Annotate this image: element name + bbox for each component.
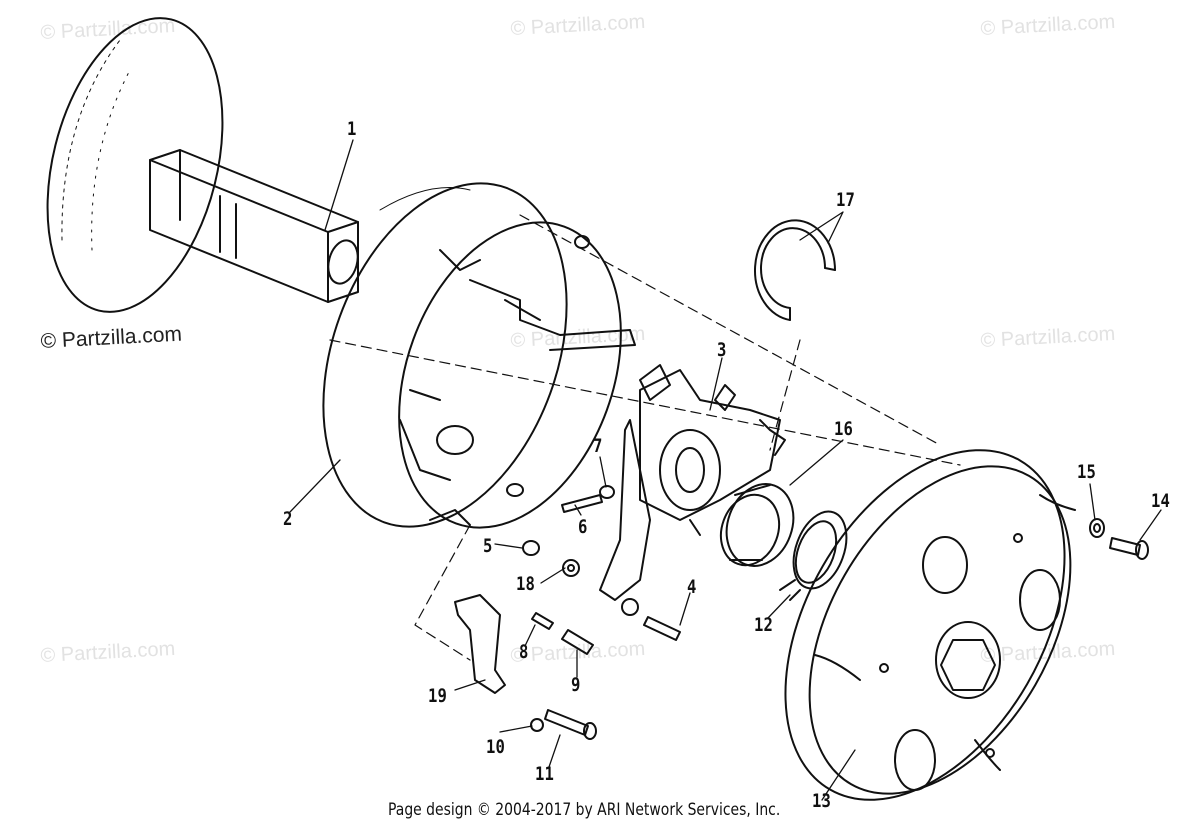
- callout-2: 2: [283, 508, 293, 530]
- callout-12: 12: [754, 614, 773, 636]
- callout-9: 9: [571, 674, 581, 696]
- bushing-ring: [719, 483, 795, 567]
- callout-11: 11: [535, 763, 554, 785]
- clutch-housing: [322, 182, 636, 529]
- hardware: [454, 485, 1149, 740]
- clutch-drum: [784, 449, 1076, 801]
- callout-8: 8: [519, 641, 529, 663]
- callout-4: 4: [687, 576, 697, 598]
- callout-18: 18: [516, 573, 535, 595]
- callout-5: 5: [483, 535, 493, 557]
- callout-13: 13: [812, 790, 831, 812]
- callout-16: 16: [834, 418, 853, 440]
- callout-14: 14: [1151, 490, 1170, 512]
- spring-clip: [779, 510, 848, 601]
- copyright-footer: Page design © 2004-2017 by ARI Network S…: [388, 800, 781, 820]
- callout-3: 3: [717, 339, 727, 361]
- drive-disc-shaft: [46, 17, 359, 313]
- callout-6: 6: [578, 516, 588, 538]
- callout-7: 7: [593, 435, 603, 457]
- callout-10: 10: [486, 736, 505, 758]
- callout-17: 17: [836, 189, 855, 211]
- callout-15: 15: [1077, 461, 1096, 483]
- leader-lines: [289, 139, 1162, 801]
- assembly-centerlines: [329, 214, 961, 661]
- clutch-arm-assembly: [599, 364, 786, 601]
- split-ring: [754, 219, 836, 321]
- callout-19: 19: [428, 685, 447, 707]
- callout-1: 1: [347, 118, 357, 140]
